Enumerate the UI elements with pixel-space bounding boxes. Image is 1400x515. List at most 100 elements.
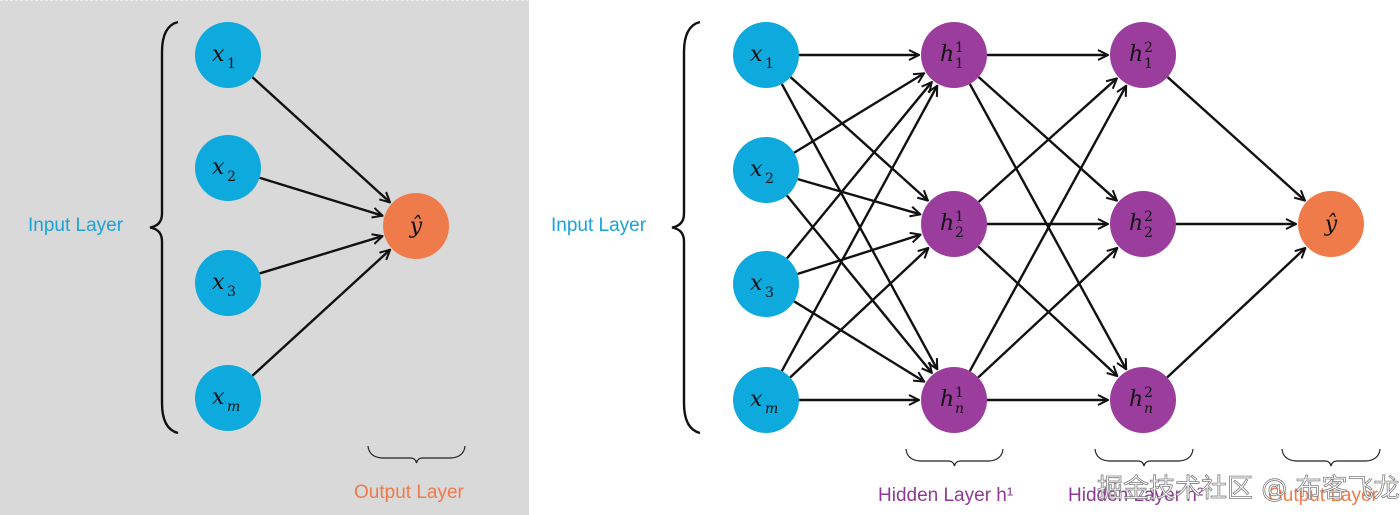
right-input-node-2-label: x xyxy=(750,157,763,182)
left-input-layer-brace xyxy=(149,20,179,435)
hidden1-node-1-label: h xyxy=(940,42,954,67)
hidden-layer-1-label: Hidden Layer h¹ xyxy=(878,485,1013,506)
hidden1-node-1-circle xyxy=(921,22,987,88)
edge-x3-to-h1-2 xyxy=(797,235,920,276)
right-input-node-m-circle xyxy=(733,367,799,433)
hidden2-node-2-circle xyxy=(1110,191,1176,257)
left-input-node-1-subscript: 1 xyxy=(227,56,236,72)
right-input-node-1-label: x xyxy=(750,42,763,67)
hidden1-node-2-label: h xyxy=(940,211,954,236)
edge-h1-n-to-h2-1 xyxy=(968,86,1126,372)
edge-h2-n-to-output xyxy=(1166,248,1305,379)
left-edge-x1-to-output xyxy=(251,76,390,202)
left-input-node-2-label: x xyxy=(212,155,225,180)
edge-xm-to-h1-2 xyxy=(789,248,928,379)
left-output-node-circle xyxy=(383,193,449,259)
hidden-layer-1-brace xyxy=(905,448,1004,467)
left-input-node-1-label: x xyxy=(212,42,225,67)
hidden2-node-n-circle xyxy=(1110,367,1176,433)
left-input-node-2-circle xyxy=(195,135,261,201)
left-edge-x4-to-output xyxy=(251,250,390,377)
hidden2-node-1-label: h xyxy=(1129,42,1143,67)
right-input-node-3-circle xyxy=(733,251,799,317)
hidden2-node-1-superscript: 2 xyxy=(1144,40,1153,56)
hidden1-node-n-superscript: 1 xyxy=(955,385,964,401)
hidden1-node-1-superscript: 1 xyxy=(955,40,964,56)
right-output-layer-brace xyxy=(1281,448,1381,467)
left-input-node-m-label: x xyxy=(212,385,225,410)
left-input-node-m-subscript: m xyxy=(227,399,240,415)
hidden-layer-2-brace xyxy=(1094,448,1194,467)
right-input-layer-brace xyxy=(671,20,701,435)
left-input-node-2-subscript: 2 xyxy=(227,169,236,185)
edge-h1-n-to-h2-2 xyxy=(977,248,1117,379)
left-output-layer-brace xyxy=(367,445,466,464)
right-output-node: ŷ xyxy=(1298,191,1364,257)
hidden1-node-2-circle xyxy=(921,191,987,257)
left-input-node-1-circle xyxy=(195,22,261,88)
edge-x2-to-h1-2 xyxy=(797,177,921,214)
left-output-node-label: ŷ xyxy=(409,214,423,239)
right-input-node-2-subscript: 2 xyxy=(765,171,774,187)
edge-x2-to-h1-n xyxy=(785,194,932,373)
left-output-node: ŷ xyxy=(383,193,449,259)
hidden-layer-2-label: Hidden Layer h² xyxy=(1068,485,1203,506)
hidden2-node-2-label: h xyxy=(1129,211,1143,236)
hidden2-node-2-superscript: 2 xyxy=(1144,209,1153,225)
right-output-node-label: ŷ xyxy=(1324,212,1338,237)
hidden2-node-n-superscript: 2 xyxy=(1144,385,1153,401)
hidden2-node-1-circle xyxy=(1110,22,1176,88)
right-input-node-m-subscript: m xyxy=(765,401,778,417)
edge-x3-to-h1-1 xyxy=(786,82,932,260)
edge-h2-1-to-output xyxy=(1166,76,1305,201)
edge-h1-2-to-h2-1 xyxy=(977,78,1117,203)
hidden1-node-1-subscript: 1 xyxy=(955,56,964,72)
right-input-node-m-label: x xyxy=(750,387,763,412)
hidden1-node-2-subscript: 2 xyxy=(955,225,964,241)
left-input-layer-label: Input Layer xyxy=(28,215,124,236)
right-input-node-3-label: x xyxy=(750,271,763,296)
watermark: 掘金技术社区 @ 布客飞龙 xyxy=(1097,474,1400,504)
hidden1-node-n-subscript: n xyxy=(955,401,964,417)
left-panel-background xyxy=(0,0,529,515)
left-edge-x3-to-output xyxy=(259,236,383,275)
right-input-node-3-subscript: 3 xyxy=(765,285,774,301)
edge-xm-to-h1-1 xyxy=(780,86,937,372)
right-input-layer-label: Input Layer xyxy=(551,215,647,236)
left-input-node-3-label: x xyxy=(212,270,225,295)
hidden1-node-n-label: h xyxy=(940,387,954,412)
left-edge-x2-to-output xyxy=(259,176,383,216)
right-input-node-1-subscript: 1 xyxy=(765,56,774,72)
edge-x1-to-h1-2 xyxy=(789,76,928,201)
left-output-layer-label: Output Layer xyxy=(354,482,465,503)
left-input-node-m-circle xyxy=(195,365,261,431)
left-input-node-3-subscript: 3 xyxy=(227,284,236,300)
hidden2-node-1-subscript: 1 xyxy=(1144,56,1153,72)
hidden1-node-2-superscript: 1 xyxy=(955,209,964,225)
hidden2-node-n-subscript: n xyxy=(1144,401,1153,417)
edge-x2-to-h1-1 xyxy=(793,73,924,154)
hidden2-node-n-label: h xyxy=(1129,387,1143,412)
right-input-node-1-circle xyxy=(733,22,799,88)
hidden2-node-2-subscript: 2 xyxy=(1144,225,1153,241)
hidden1-node-n-circle xyxy=(921,367,987,433)
right-output-node-circle xyxy=(1298,191,1364,257)
edge-x3-to-h1-n xyxy=(793,300,924,381)
left-input-node-3-circle xyxy=(195,250,261,316)
right-input-node-2-circle xyxy=(733,137,799,203)
